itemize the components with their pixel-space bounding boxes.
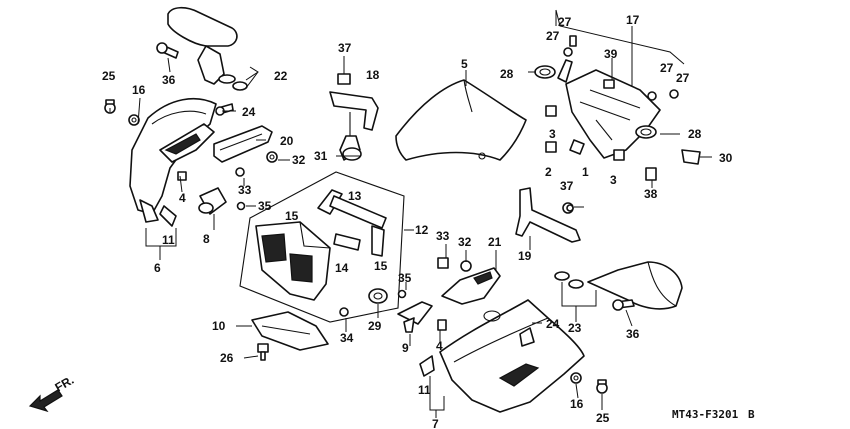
trim-piece-11-right xyxy=(419,355,435,377)
callout-32b: 32 xyxy=(458,235,472,249)
callout-31: 31 xyxy=(314,149,328,163)
callout-3a: 3 xyxy=(549,127,556,141)
callout-34: 34 xyxy=(340,331,354,345)
callout-23: 23 xyxy=(568,321,582,335)
front-direction-arrow: FR. xyxy=(28,373,76,413)
callout-38: 38 xyxy=(644,187,658,201)
callout-35b: 35 xyxy=(398,271,412,285)
hardware-center xyxy=(339,204,574,333)
right-mirror xyxy=(554,261,683,394)
callout-28b: 28 xyxy=(688,127,702,141)
inner-panel-20 xyxy=(213,125,273,163)
callout-15a: 15 xyxy=(285,209,299,223)
windscreen-5 xyxy=(395,79,527,161)
right-fairing-panel xyxy=(439,299,585,413)
callout-8: 8 xyxy=(203,232,210,246)
callout-11b: 11 xyxy=(418,383,431,397)
callout-17: 17 xyxy=(626,13,640,27)
bracket-18 xyxy=(329,73,379,161)
cushion-parts xyxy=(545,35,701,181)
callout-15b: 15 xyxy=(374,259,388,273)
callout-6: 6 xyxy=(154,261,161,275)
callout-37a: 37 xyxy=(338,41,352,55)
clamp-28 xyxy=(534,65,657,139)
callout-7: 7 xyxy=(432,417,439,429)
trim-piece-11-left xyxy=(159,205,177,227)
callout-36b: 36 xyxy=(626,327,640,341)
callout-16a: 16 xyxy=(132,83,146,97)
drawing-code: MT43-F3201 B xyxy=(672,408,755,421)
upper-stay-17 xyxy=(557,59,679,159)
callout-16b: 16 xyxy=(570,397,584,411)
callout-10: 10 xyxy=(212,319,226,333)
callout-labels: 1 2 3 3 4 4 5 6 7 8 9 10 11 11 12 13 14 … xyxy=(102,13,733,429)
callout-27a: 27 xyxy=(558,15,572,29)
callout-29: 29 xyxy=(368,319,382,333)
callout-25b: 25 xyxy=(596,411,610,425)
callout-5: 5 xyxy=(461,57,468,71)
callout-27d: 27 xyxy=(676,71,690,85)
callout-25a: 25 xyxy=(102,69,116,83)
callout-14: 14 xyxy=(335,261,349,275)
group-box-12 xyxy=(239,171,405,323)
callout-28a: 28 xyxy=(500,67,514,81)
bracket-21 xyxy=(441,267,501,305)
callout-30: 30 xyxy=(719,151,733,165)
callout-33b: 33 xyxy=(436,229,450,243)
left-mirror xyxy=(156,6,248,91)
callout-32a: 32 xyxy=(292,153,306,167)
drawing-code-text: MT43-F3201 xyxy=(672,408,739,421)
callout-22: 22 xyxy=(274,69,288,83)
callout-13: 13 xyxy=(348,189,362,203)
callout-39: 39 xyxy=(604,47,618,61)
callout-12: 12 xyxy=(415,223,429,237)
callout-20: 20 xyxy=(280,134,294,148)
callout-11a: 11 xyxy=(162,233,175,247)
callout-27b: 27 xyxy=(546,29,560,43)
lower-cover-10 xyxy=(251,311,329,361)
callout-27c: 27 xyxy=(660,61,674,75)
inner-fairing-12 xyxy=(255,189,387,301)
callout-24a: 24 xyxy=(242,105,256,119)
callout-21: 21 xyxy=(488,235,502,249)
callout-33a: 33 xyxy=(238,183,252,197)
callout-18: 18 xyxy=(366,68,380,82)
bracket-19 xyxy=(515,187,581,243)
drawing-code-suffix: B xyxy=(748,408,755,421)
grommet-8 xyxy=(198,187,227,215)
callout-24b: 24 xyxy=(546,317,560,331)
callout-2: 2 xyxy=(545,165,552,179)
left-fairing-panel xyxy=(129,97,217,223)
callout-35a: 35 xyxy=(258,199,272,213)
callout-3b: 3 xyxy=(610,173,617,187)
callout-36a: 36 xyxy=(162,73,176,87)
callout-4a: 4 xyxy=(179,191,186,205)
callout-1: 1 xyxy=(582,165,589,179)
callout-9: 9 xyxy=(402,341,409,355)
leader-lines xyxy=(109,9,712,418)
callout-26: 26 xyxy=(220,351,234,365)
callout-19: 19 xyxy=(518,249,532,263)
callout-37b: 37 xyxy=(560,179,574,193)
callout-4b: 4 xyxy=(436,339,443,353)
